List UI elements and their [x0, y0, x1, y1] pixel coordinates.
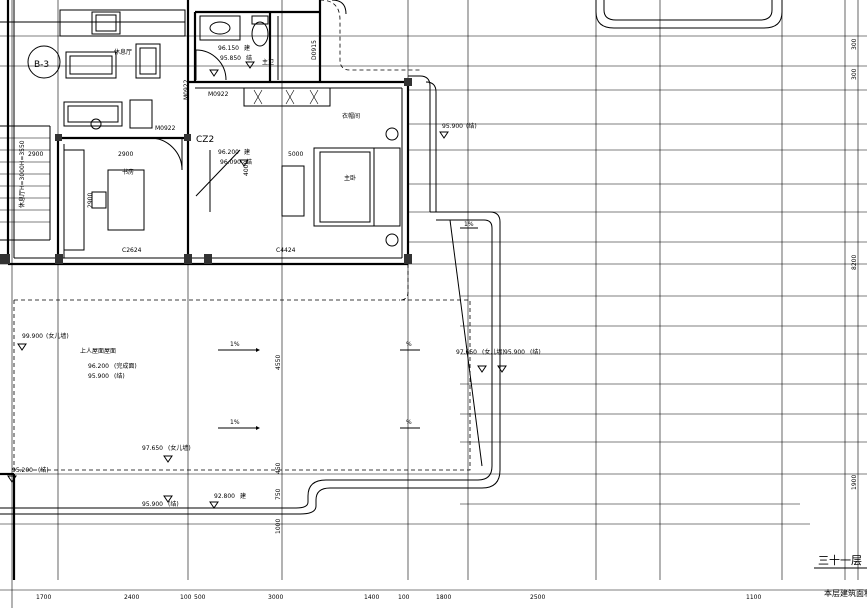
dim-room-5: 4000: [243, 161, 250, 176]
room-closet: 衣帽间: [342, 112, 360, 120]
elev-9: 97.650: [456, 349, 477, 356]
door-label-2: M0922: [155, 125, 176, 132]
elev-11: 97.650: [142, 445, 163, 452]
top-right-parapet: [595, 0, 783, 29]
elev-1-suffix: 建: [244, 44, 250, 52]
dim-room-3: 2900: [87, 193, 94, 208]
elev-14: 92.800: [214, 493, 235, 500]
room-study: 书房: [122, 168, 134, 176]
elev-8-suffix: (结): [114, 372, 125, 380]
bottom-dim: 100: [180, 594, 192, 601]
elev-5: 95.900: [442, 123, 463, 130]
elev-12-suffix: (结): [38, 466, 49, 474]
right-dim: 8200: [851, 255, 858, 270]
plan-subtitle: 本层建筑面积: [824, 588, 867, 598]
door-label-4: D0915: [311, 40, 318, 60]
study-furniture: [63, 137, 183, 251]
right-dim: 300: [851, 38, 858, 50]
elev-11-suffix: (女儿墙): [168, 444, 191, 452]
bottom-dim: 1100: [746, 594, 761, 601]
dim-room-8: 750: [275, 488, 282, 500]
dim-room-1: 2900: [28, 151, 43, 158]
elev-6-suffix: (女儿墙): [46, 332, 69, 340]
dim-room-9: 1000: [275, 519, 282, 534]
slope-5: 1%: [464, 221, 474, 228]
bottom-dim: 500: [194, 594, 206, 601]
stair: [0, 125, 51, 241]
elev-6: 99.900: [22, 333, 43, 340]
elev-10: 95.900: [504, 349, 525, 356]
elev-3-suffix: 建: [244, 148, 250, 156]
living-room-furniture: [0, 9, 186, 130]
plan-title: 三十一层: [818, 553, 862, 567]
bottom-dim: 1700: [36, 594, 51, 601]
door-label-1: M0922: [208, 91, 229, 98]
window-label-2: C4424: [276, 247, 296, 254]
dim-room-4: 5000: [288, 151, 303, 158]
slope-1: 1%: [230, 341, 240, 348]
slope-arrows: [218, 227, 478, 430]
elev-10-suffix: (结): [530, 348, 541, 356]
side-height-label: 休息厅H=3000H=3550: [18, 140, 26, 208]
right-dim: 1900: [851, 475, 858, 490]
elev-7-suffix: (完成面): [114, 362, 137, 370]
bottom-dim: 100: [398, 594, 410, 601]
slope-3: 1%: [230, 419, 240, 426]
room-master-bedroom: 主卧: [344, 174, 356, 182]
bottom-dim: 1400: [364, 594, 379, 601]
building-walls: [0, 0, 412, 266]
elevation-markers: [7, 61, 507, 509]
bath-fixtures: [195, 15, 279, 81]
right-dimension-column: 300 300 8200 1900: [851, 0, 859, 580]
room-roof-terrace: 上人屋面屋面: [80, 347, 116, 355]
elev-4-suffix: 结: [246, 158, 252, 166]
slope-2: %: [406, 341, 412, 348]
bottom-dim: 2500: [530, 594, 545, 601]
dim-room-2: 2900: [118, 151, 133, 158]
unit-tag: B-3: [34, 60, 49, 70]
elev-3: 96.200: [218, 149, 239, 156]
elev-13: 95.900: [142, 501, 163, 508]
elev-1: 96.150: [218, 45, 239, 52]
slope-4: %: [406, 419, 412, 426]
room-living: 休息厅: [114, 48, 132, 56]
closet-and-bedroom: [195, 87, 401, 247]
dim-room-6: 4550: [275, 355, 282, 370]
elev-2: 95.850: [220, 55, 241, 62]
elev-13-suffix: (结): [168, 500, 179, 508]
roof-terrace-outline: [0, 0, 501, 580]
elev-12: 95.200: [12, 467, 33, 474]
elev-14-suffix: 建: [240, 492, 246, 500]
stamp-label: CZ2: [196, 135, 214, 145]
elev-9-suffix: (女儿墙): [482, 348, 505, 356]
elev-2-suffix: 结: [246, 54, 252, 62]
elev-4: 96.090: [220, 159, 241, 166]
right-dim: 300: [851, 68, 858, 80]
unit-tag-circle: [27, 45, 61, 79]
window-label-1: C2624: [122, 247, 142, 254]
bottom-dimension-row: 1700 2400 100 500 3000 1400 100 1800 250…: [0, 589, 867, 601]
elev-5-suffix: (结): [466, 122, 477, 130]
door-label-3: M0922: [183, 79, 190, 100]
elev-7: 96.200: [88, 363, 109, 370]
bottom-dim: 3000: [268, 594, 283, 601]
room-bath: 主卫: [262, 58, 274, 66]
bottom-dim: 2400: [124, 594, 139, 601]
dim-room-7: 450: [275, 462, 282, 474]
bottom-dim: 1800: [436, 594, 451, 601]
elev-8: 95.900: [88, 373, 109, 380]
